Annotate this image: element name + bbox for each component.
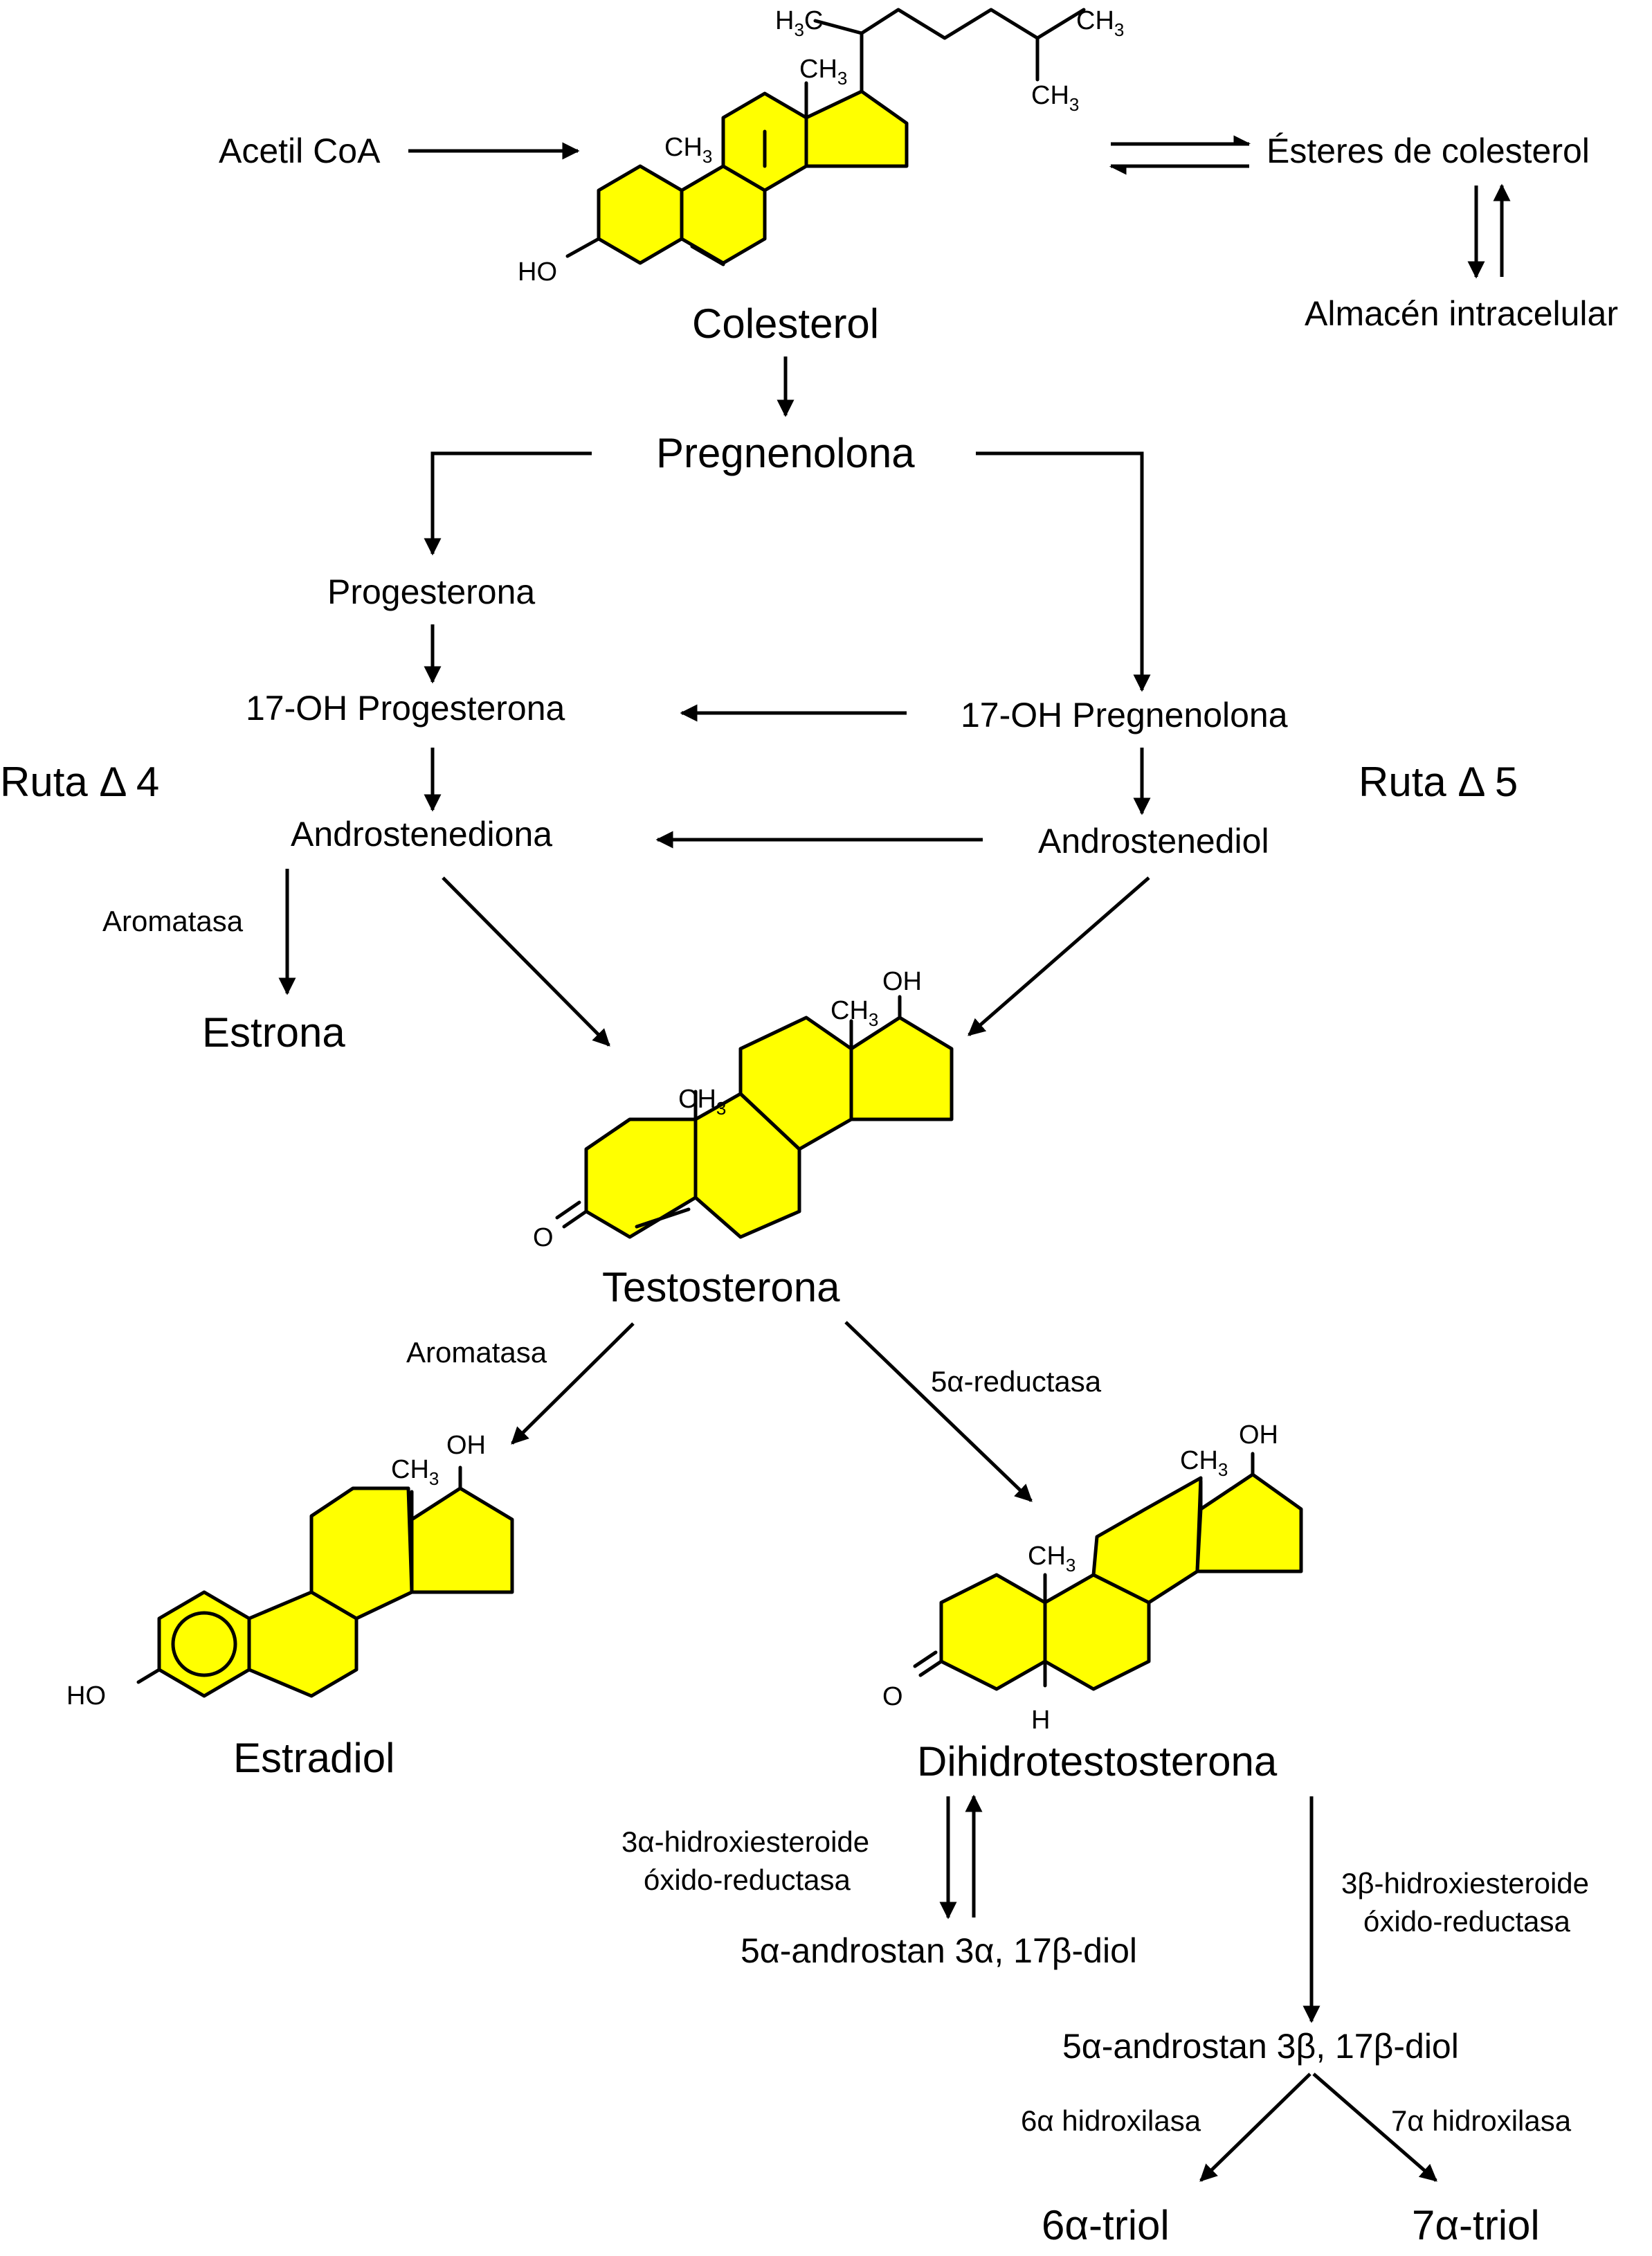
3b-diol-to-7a-triol-arrow [1312, 2073, 1437, 2182]
estradiol-aromatic-circle [171, 1611, 237, 1677]
3a-oxido-reductasa-label: óxido-reductasa [644, 1864, 851, 1896]
dht-ring-c [1091, 1476, 1203, 1605]
3b-diol-to-6a-triol-arrow [1199, 2073, 1311, 2182]
testosterona-ring-d [849, 1016, 954, 1121]
ruta-delta5-label: Ruta Δ 5 [1359, 759, 1518, 805]
7a-hidroxilasa-label: 7α hidroxilasa [1391, 2104, 1572, 2137]
dht-oh-label: OH [1239, 1420, 1278, 1450]
dht-h-label: H [1031, 1706, 1050, 1735]
colesterol-double-bond [690, 244, 725, 267]
colesterol-ch3-label-4: CH3 [1031, 81, 1079, 115]
estradiol-ch3-label: CH3 [391, 1455, 439, 1489]
7a-triol-label: 7α-triol [1412, 2202, 1540, 2248]
5a-androstan-3b-diol-label: 5α-androstan 3β, 17β-diol [1062, 2027, 1459, 2066]
5a-reductasa-label: 5α-reductasa [931, 1365, 1102, 1398]
testosterona-carbonyl-bond-2 [555, 1200, 581, 1220]
estradiol-ring-c [309, 1486, 414, 1621]
dht-carbonyl-bond-1 [918, 1659, 943, 1677]
androstenediol-to-testosterona-arrow [968, 876, 1150, 1036]
dihidrotestosterona-structure: O H CH3 CH3 OH [882, 1420, 1303, 1735]
colesterol-ho-bond [565, 237, 601, 258]
colesterol-label: Colesterol [692, 300, 879, 347]
3b-hidroxiesteroide-label: 3β-hidroxiesteroide [1341, 1867, 1589, 1899]
dihidrotestosterona-label: Dihidrotestosterona [917, 1738, 1278, 1785]
6a-triol-label: 6α-triol [1042, 2202, 1170, 2248]
colesterol-ch3-label-1: CH3 [664, 133, 712, 167]
testosterona-ring-a [584, 1117, 698, 1239]
testosterona-ch3-label-2: CH3 [830, 996, 878, 1030]
3b-oxido-reductasa-label: óxido-reductasa [1363, 1905, 1570, 1938]
dht-ch3-label-1: CH3 [1028, 1542, 1075, 1576]
17oh-pregnenolona-label: 17-OH Pregnenolona [961, 696, 1288, 734]
testosterona-ch3-label-1: CH3 [678, 1085, 726, 1119]
colesterol-ch3-label-3: CH3 [1076, 6, 1124, 40]
androstenediol-label: Androstenediol [1038, 822, 1269, 860]
3a-hidroxiesteroide-label: 3α-hidroxiesteroide [621, 1825, 869, 1858]
colesterol-side-chain [860, 8, 1086, 93]
estrona-label: Estrona [202, 1009, 345, 1056]
esteres-label: Ésteres de colesterol [1267, 132, 1590, 170]
pregnenolona-label: Pregnenolona [656, 430, 915, 476]
testosterona-to-dht-arrow [844, 1321, 1033, 1502]
pregnenolona-to-progesterona-arrow [424, 451, 592, 556]
aromatasa-label-1: Aromatasa [102, 905, 244, 937]
estradiol-oh-label: OH [446, 1431, 486, 1460]
progesterona-label: Progesterona [327, 572, 535, 611]
17oh-progesterona-label: 17-OH Progesterona [246, 689, 565, 728]
testosterona-structure: O CH3 CH3 OH [533, 967, 954, 1252]
colesterol-h3c-label: H3C [775, 6, 823, 40]
testosterona-label: Testosterona [602, 1264, 840, 1310]
ruta-delta4-label: Ruta Δ 4 [0, 759, 159, 805]
colesterol-ho-label: HO [518, 258, 557, 287]
testosterona-to-estradiol-arrow [511, 1322, 635, 1445]
pregnenolona-to-17oh-pregnenolona-arrow [976, 451, 1151, 692]
testosterona-o-label: O [533, 1223, 554, 1252]
6a-hidroxilasa-label: 6α hidroxilasa [1021, 2104, 1201, 2137]
dht-carbonyl-bond-2 [913, 1650, 938, 1668]
dht-ring-a [939, 1573, 1047, 1691]
androstenediona-label: Androstenediona [291, 815, 552, 854]
colesterol-side-chain-methyl [813, 19, 864, 35]
5a-androstan-3a-diol-label: 5α-androstan 3α, 17β-diol [741, 1931, 1137, 1970]
estradiol-ho-label: HO [66, 1681, 106, 1711]
aromatasa-label-2: Aromatasa [406, 1336, 547, 1369]
dht-o-label: O [882, 1682, 903, 1711]
estradiol-label: Estradiol [233, 1735, 394, 1781]
colesterol-ring-a [597, 164, 684, 265]
testosterona-double-bond [635, 1207, 691, 1229]
colesterol-ring-d [804, 89, 909, 168]
testosterona-oh-label: OH [882, 967, 922, 996]
dht-ch3-label-2: CH3 [1180, 1446, 1228, 1480]
estradiol-structure: HO CH3 OH [66, 1431, 514, 1711]
dht-ring-d [1195, 1472, 1303, 1573]
estradiol-ring-d [410, 1486, 514, 1594]
testosterona-carbonyl-bond-1 [562, 1209, 588, 1229]
acetil-coa-label: Acetil CoA [219, 132, 381, 170]
colesterol-ch3-label-2: CH3 [799, 55, 847, 89]
androstenediona-to-testosterona-arrow [442, 876, 610, 1047]
almacen-label: Almacén intracelular [1305, 294, 1618, 333]
estradiol-ho-bond [136, 1668, 161, 1684]
colesterol-structure: HO CH3 CH3 H3C CH3 CH3 [518, 6, 1124, 287]
